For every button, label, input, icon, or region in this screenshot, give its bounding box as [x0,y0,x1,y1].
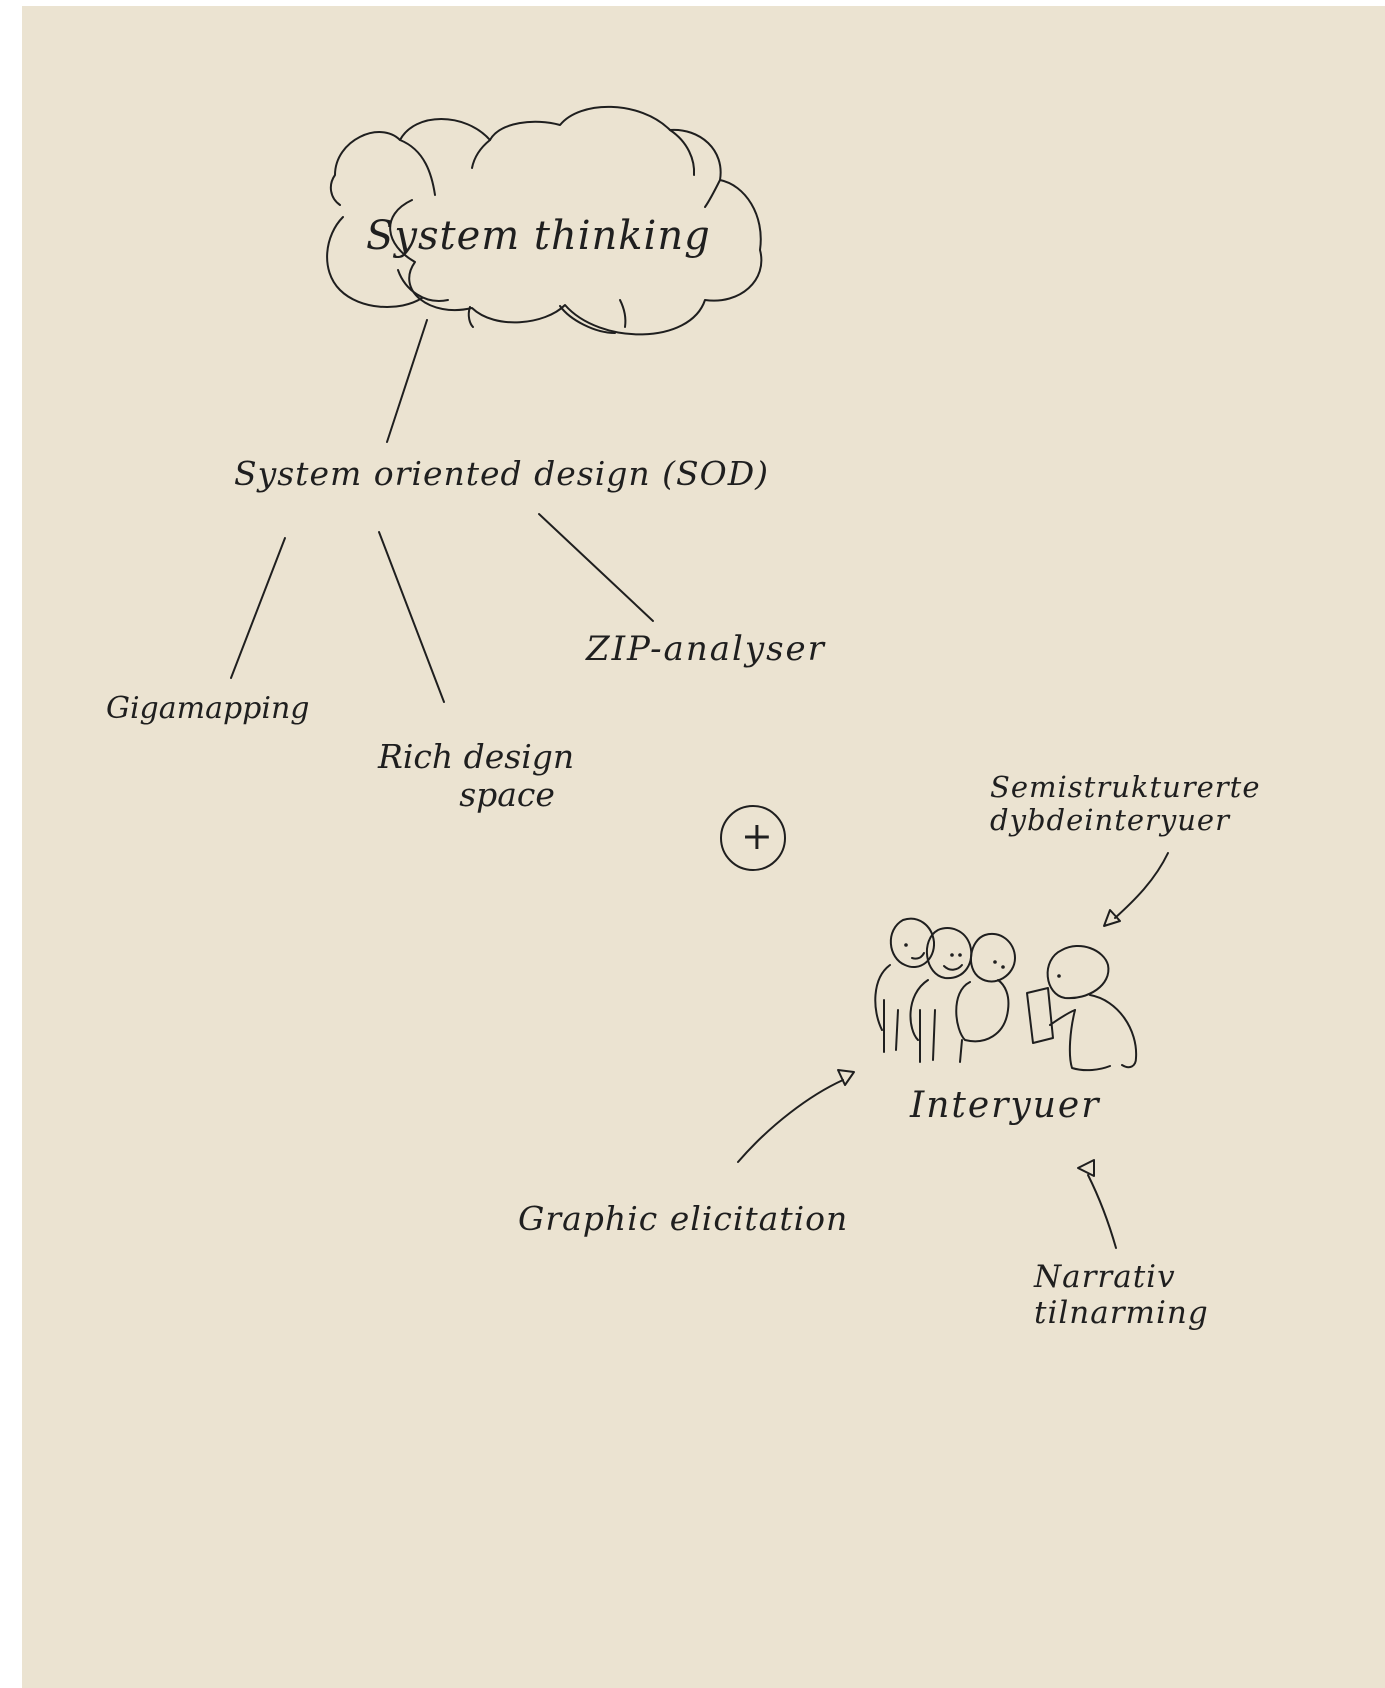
cloud-icon [326,105,763,336]
zip-label: ZIP-analyser [586,629,826,669]
sketch-canvas [22,6,1385,1688]
semistrukturerte-label: Semistrukturerte dybdeinteryuer [990,770,1261,838]
gigamapping-label: Gigamapping [106,691,310,726]
graphic-elicitation-label: Graphic elicitation [518,1199,849,1238]
plus-circle-icon [720,805,786,871]
connector-cloud-sod [386,319,428,443]
narrativ-line2: tilnarming [1034,1294,1209,1331]
rich-design-label: Rich design space [378,738,574,814]
rich-design-line1: Rich design [378,737,575,776]
people-icon [874,917,1138,1072]
arrow-semi-to-interviews [1103,852,1169,927]
interviews-label: Interyuer [910,1085,1101,1126]
semistrukturerte-line1: Semistrukturerte [990,770,1261,804]
connector-sod-gigamapping [230,537,286,679]
narrativ-line1: Narrativ [1034,1259,1176,1295]
semistrukturerte-line2: dybdeinteryuer [990,803,1230,838]
arrow-graphic-to-interviews [737,1069,855,1163]
connector-sod-richdesign [378,531,445,703]
cloud-label: System thinking [366,213,711,259]
arrow-narrativ-to-interviews [1077,1159,1117,1249]
plus-label: + [741,814,773,858]
connector-sod-zip [538,513,654,622]
narrativ-label: Narrativ tilnarming [1034,1259,1209,1331]
rich-design-line2: space [459,774,555,814]
sod-label: System oriented design (SOD) [234,454,770,493]
